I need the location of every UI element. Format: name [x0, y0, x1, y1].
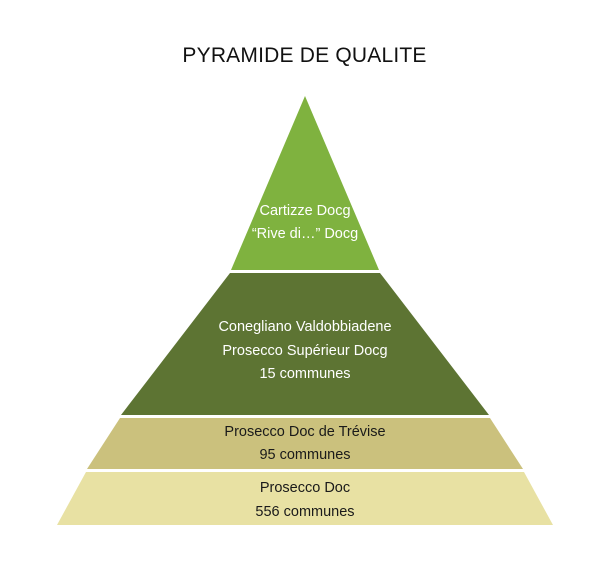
tier-1-label-line-2: “Rive di…” Docg [252, 226, 358, 242]
tier-3-shape [87, 418, 523, 469]
tier-2-label-line-3: 15 communes [259, 366, 350, 382]
tier-2-label-line-2: Prosecco Supérieur Docg [222, 343, 387, 359]
tier-4-label-line-2: 556 communes [255, 504, 354, 520]
tier-1-label-line-1: Cartizze Docg [259, 203, 350, 219]
tier-4-label-line-1: Prosecco Doc [260, 480, 350, 496]
diagram-title: PYRAMIDE DE QUALITE [182, 44, 427, 67]
tier-2-shape [121, 273, 489, 415]
tier-2-label-line-1: Conegliano Valdobbiadene [218, 319, 391, 335]
tier-3-label-line-2: 95 communes [259, 447, 350, 463]
tier-4-shape [57, 472, 553, 525]
tier-3-label-line-1: Prosecco Doc de Trévise [224, 424, 385, 440]
tier-1-shape [231, 96, 379, 270]
